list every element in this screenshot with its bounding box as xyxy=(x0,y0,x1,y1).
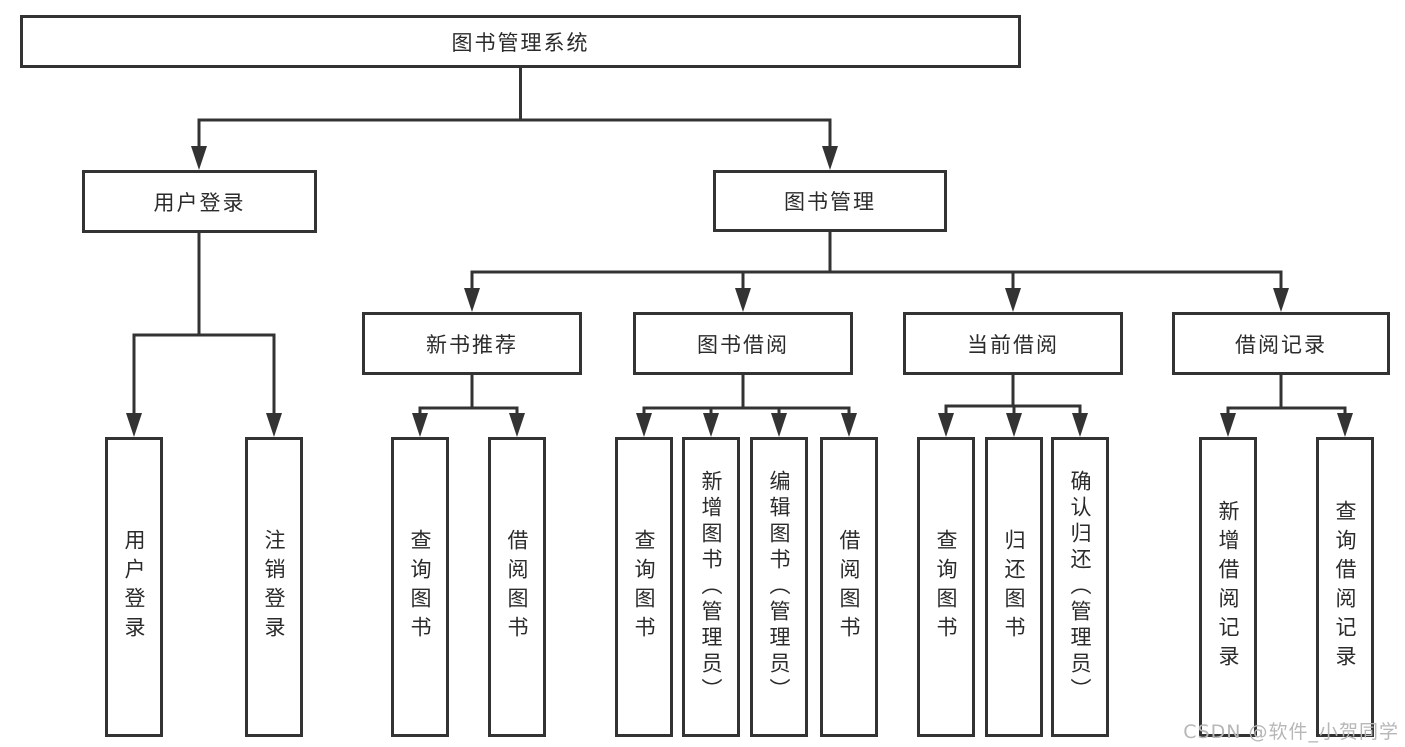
leaf-query-book-2: 查询图书 xyxy=(615,437,673,737)
csdn-watermark: CSDN @软件_小贺同学 xyxy=(1183,721,1399,743)
node-book-borrow-label: 图书借阅 xyxy=(697,332,789,357)
node-root-label: 图书管理系统 xyxy=(451,30,590,55)
node-new-book-recommend: 新书推荐 xyxy=(362,312,582,375)
leaf-query-book-2-label: 查询图书 xyxy=(632,529,656,645)
leaf-return-book: 归还图书 xyxy=(985,437,1043,737)
leaf-add-borrow-record: 新增借阅记录 xyxy=(1199,437,1257,737)
leaf-borrow-book-2-label: 借阅图书 xyxy=(837,529,861,645)
leaf-return-book-label: 归还图书 xyxy=(1002,529,1026,645)
leaf-query-book-1-label: 查询图书 xyxy=(408,529,432,645)
leaf-add-borrow-record-label: 新增借阅记录 xyxy=(1216,500,1240,674)
leaf-add-book-admin-label: 新增图书（管理员） xyxy=(699,470,723,704)
leaf-borrow-book-2: 借阅图书 xyxy=(820,437,878,737)
leaf-query-borrow-record: 查询借阅记录 xyxy=(1316,437,1374,737)
leaf-borrow-book-1-label: 借阅图书 xyxy=(505,529,529,645)
node-current-borrow-label: 当前借阅 xyxy=(967,332,1059,357)
leaf-borrow-book-1: 借阅图书 xyxy=(488,437,546,737)
node-borrow-record: 借阅记录 xyxy=(1172,312,1390,375)
leaf-query-book-3-label: 查询图书 xyxy=(934,529,958,645)
node-user-login-label: 用户登录 xyxy=(153,190,246,215)
leaf-confirm-return-admin: 确认归还（管理员） xyxy=(1051,437,1109,737)
leaf-confirm-return-admin-label: 确认归还（管理员） xyxy=(1068,470,1092,704)
node-new-book-recommend-label: 新书推荐 xyxy=(426,332,518,357)
leaf-edit-book-admin: 编辑图书（管理员） xyxy=(750,437,808,737)
node-user-login: 用户登录 xyxy=(82,170,317,233)
node-book-management: 图书管理 xyxy=(713,170,947,232)
node-borrow-record-label: 借阅记录 xyxy=(1235,332,1327,357)
leaf-edit-book-admin-label: 编辑图书（管理员） xyxy=(767,470,791,704)
node-book-management-label: 图书管理 xyxy=(784,190,876,214)
leaf-add-book-admin: 新增图书（管理员） xyxy=(682,437,740,737)
node-book-borrow: 图书借阅 xyxy=(633,312,853,375)
leaf-user-login-label: 用户登录 xyxy=(122,529,146,645)
node-root: 图书管理系统 xyxy=(20,15,1021,68)
leaf-logout: 注销登录 xyxy=(245,437,303,737)
leaf-logout-label: 注销登录 xyxy=(262,529,286,645)
node-current-borrow: 当前借阅 xyxy=(903,312,1123,375)
leaf-query-book-3: 查询图书 xyxy=(917,437,975,737)
leaf-query-borrow-record-label: 查询借阅记录 xyxy=(1333,500,1357,674)
leaf-query-book-1: 查询图书 xyxy=(391,437,449,737)
leaf-user-login: 用户登录 xyxy=(105,437,163,737)
